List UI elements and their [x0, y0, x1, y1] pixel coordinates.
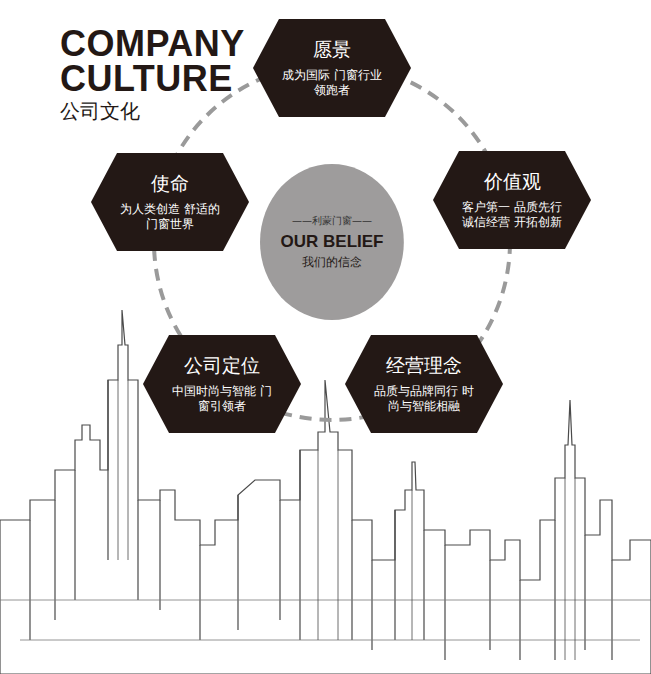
subtitle: 公司文化 — [60, 98, 140, 125]
node-heading: 价值观 — [484, 169, 541, 194]
hexagon-box: 使命为人类创造 舒适的门窗世界 — [91, 153, 249, 251]
node-body: OUR BELIEF — [281, 231, 384, 253]
node-body: 成为国际 门窗行业领跑者 — [277, 68, 387, 99]
hexagon-box: 价值观客户第一 品质先行 诚信经营 开拓创新 — [433, 151, 591, 249]
node-heading: 公司定位 — [184, 353, 260, 378]
node-heading: 愿景 — [313, 37, 351, 62]
hexagon-box: 愿景成为国际 门窗行业领跑者 — [253, 19, 411, 117]
node-body: 我们的信念 — [302, 255, 362, 271]
node-heading: 经营理念 — [386, 353, 462, 378]
node-body: 为人类创造 舒适的门窗世界 — [115, 202, 225, 233]
hexagon-box: 公司定位中国时尚与智能 门窗引领者 — [143, 335, 301, 433]
page-title: COMPANY CULTURE — [60, 26, 260, 97]
belief-circle: ——利蒙门窗—— OUR BELIEF 我们的信念 — [260, 164, 404, 320]
node-heading: 使命 — [151, 171, 189, 196]
node-body: 中国时尚与智能 门窗引领者 — [167, 384, 277, 415]
hexagon-box: 经营理念品质与品牌同行 时尚与智能相融 — [345, 335, 503, 433]
node-body: 客户第一 品质先行 诚信经营 开拓创新 — [457, 200, 567, 231]
node-body: 品质与品牌同行 时尚与智能相融 — [369, 384, 479, 415]
node-heading: ——利蒙门窗—— — [292, 214, 372, 227]
